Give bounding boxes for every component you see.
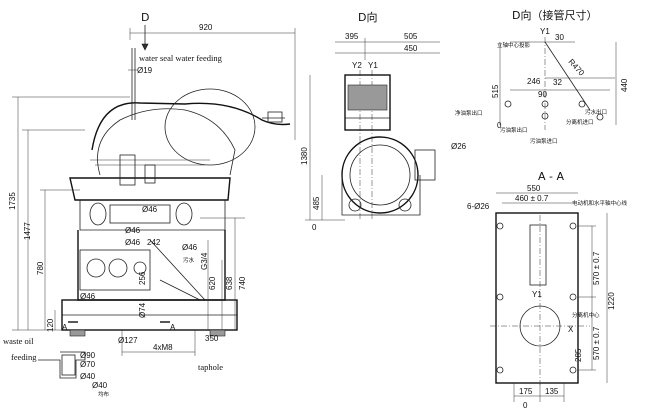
dim-6d26: 6-Ø26 <box>467 202 490 211</box>
pipe-view-title: D向（接管尺寸） <box>512 8 597 22</box>
dim-485: 485 <box>312 196 321 210</box>
dim-920: 920 <box>199 23 213 32</box>
dim-550: 550 <box>527 184 541 193</box>
d-view-origin-0: 0 <box>312 223 317 232</box>
d-view: D向 395 505 450 Y2 Y1 Ø26 1380 485 0 <box>300 10 467 232</box>
dim-450: 450 <box>404 44 418 53</box>
view-mark-d: D <box>141 11 149 24</box>
dim-d26-dview: Ø26 <box>451 142 467 151</box>
dim-135: 135 <box>545 387 559 396</box>
note-shaft-center: 立轴中心投影 <box>497 41 531 49</box>
note-separator-center: 分离机中心 <box>572 311 600 319</box>
dim-1220: 1220 <box>607 292 616 310</box>
dim-740: 740 <box>238 276 247 290</box>
dim-395: 395 <box>345 32 359 41</box>
dim-d127: 350 <box>205 334 219 343</box>
note-sewage-out: 污水出口 <box>585 108 607 116</box>
taphole-label: taphole <box>198 362 223 372</box>
dim-285: 285 <box>574 348 583 362</box>
dim-d46-c: Ø46 <box>182 243 198 252</box>
front-origin-0: Ø127 <box>118 336 138 345</box>
dim-1380: 1380 <box>300 147 309 165</box>
dim-256: 256 <box>138 271 147 285</box>
note-dirty-pump-in: 污油泵进口 <box>530 137 558 145</box>
dim-d70: Ø70 <box>80 360 96 369</box>
dim-d90: Ø90 <box>80 351 96 360</box>
dim-515: 515 <box>491 84 500 98</box>
pipe-y1: Y1 <box>540 27 550 36</box>
dim-350: 4xM8 <box>153 343 173 352</box>
dim-d19: Ø19 <box>137 66 153 75</box>
dim-120: 120 <box>46 318 55 332</box>
pipe-view: D向（接管尺寸） Y1 30 立轴中心投影 246 32 90 R470 515… <box>455 8 629 145</box>
section-x: X <box>568 325 574 334</box>
waste-oil-label: waste oil <box>3 336 34 346</box>
water-seal-feeding-label: water seal water feeding <box>139 53 223 63</box>
dim-4xm8: Ø40 <box>92 381 108 390</box>
d-view-y1: Y1 <box>368 61 378 70</box>
dim-780: 780 <box>36 261 45 275</box>
dim-d74: Ø74 <box>138 302 147 318</box>
dim-g34: G3/4 <box>200 252 209 270</box>
dim-d46-e: Ø46 <box>80 292 96 301</box>
dim-30: 30 <box>555 33 564 42</box>
note-motor-axis: 电动机和水平轴中心线 <box>572 199 628 207</box>
dim-r470: R470 <box>567 57 587 78</box>
note-separator-in: 分离机进口 <box>566 118 594 126</box>
section-aa-title: A - A <box>538 170 564 183</box>
section-a-left: A <box>62 323 68 332</box>
dim-242: 242 <box>147 238 161 247</box>
dim-570-b: 570 ± 0.7 <box>592 326 601 360</box>
dim-620: 620 <box>208 276 217 290</box>
dim-1477: 1477 <box>23 222 32 240</box>
dim-440: 440 <box>620 78 629 92</box>
d-view-y2: Y2 <box>352 61 362 70</box>
section-aa: A - A 550 460 ± 0.7 6-Ø26 电动机和水平轴中心线 Y1 … <box>467 170 628 410</box>
dim-d46-b: Ø46 <box>125 238 141 247</box>
section-origin-0: 0 <box>523 401 528 410</box>
front-view: D 920 water seal water feeding Ø19 <box>3 11 296 398</box>
dim-570-a: 570 ± 0.7 <box>592 251 601 285</box>
dim-d46-a: Ø46 <box>142 205 158 214</box>
dim-638: 638 <box>225 276 234 290</box>
sewage-label: 污水 <box>183 256 195 264</box>
dim-505: 505 <box>404 32 418 41</box>
pipe-origin-0: 0 <box>497 121 502 130</box>
dim-32: 32 <box>553 78 562 87</box>
dim-175: 175 <box>519 387 533 396</box>
dim-d40: Ø40 <box>80 372 96 381</box>
bolt-note: 均布 <box>98 390 110 398</box>
dim-d46-d: Ø46 <box>125 226 141 235</box>
d-view-title: D向 <box>358 10 377 24</box>
dim-246: 246 <box>527 77 541 86</box>
note-clean-pump-out: 净油泵出口 <box>455 109 483 117</box>
dim-90: 90 <box>538 90 547 99</box>
section-a-right: A <box>170 323 176 332</box>
dim-1735: 1735 <box>8 192 17 210</box>
section-y1: Y1 <box>532 290 542 299</box>
dim-460: 460 ± 0.7 <box>515 194 549 203</box>
feeding-label: feeding <box>11 352 37 362</box>
note-dirty-pump-out: 污油泵出口 <box>500 126 528 134</box>
